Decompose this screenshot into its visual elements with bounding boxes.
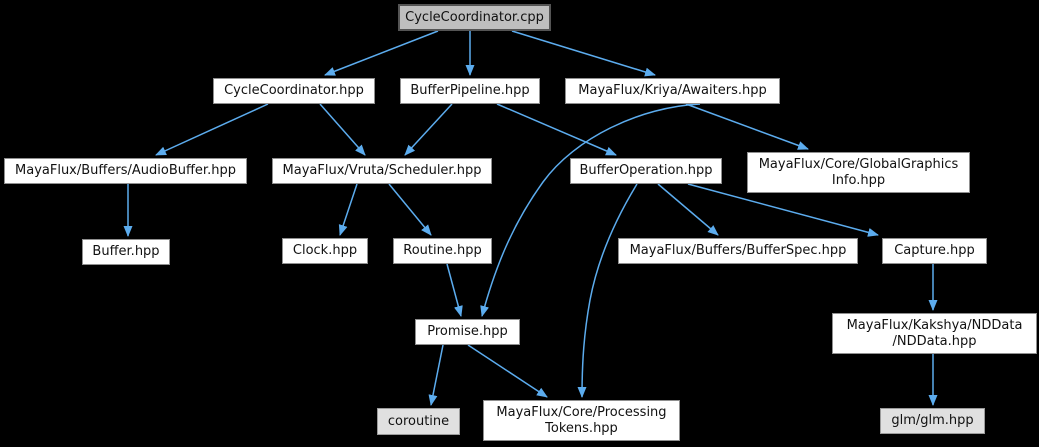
edge-bufferoperation-to-bufferspec <box>657 183 719 236</box>
edge-promise-to-processingtokens <box>467 344 548 398</box>
edge-scheduler-to-routine <box>388 183 432 236</box>
edge-routine-to-promise <box>446 263 463 317</box>
edge-scheduler-to-clock <box>338 183 358 236</box>
node-cyclecoordinator-cpp: CycleCoordinator.cpp <box>398 4 551 31</box>
edge-bufferpipeline-to-scheduler <box>404 103 453 156</box>
node-promise-hpp[interactable]: Promise.hpp <box>415 319 520 345</box>
node-capture-hpp[interactable]: Capture.hpp <box>882 238 987 264</box>
node-routine-hpp[interactable]: Routine.hpp <box>393 238 492 264</box>
edge-bufferoperation-to-processingtokens <box>577 183 638 398</box>
node-clock-hpp[interactable]: Clock.hpp <box>282 238 368 264</box>
edge-cpp-to-cyclecoordinator-hpp <box>324 30 439 76</box>
edge-awaiters-to-promise <box>480 103 701 317</box>
node-cyclecoordinator-hpp[interactable]: CycleCoordinator.hpp <box>213 78 375 104</box>
edge-promise-to-coroutine <box>428 344 444 406</box>
node-coroutine: coroutine <box>377 408 460 435</box>
node-scheduler-hpp[interactable]: MayaFlux/Vruta/Scheduler.hpp <box>272 158 492 184</box>
node-buffer-hpp[interactable]: Buffer.hpp <box>82 239 170 265</box>
node-bufferspec-hpp[interactable]: MayaFlux/Buffers/BufferSpec.hpp <box>618 238 858 264</box>
edge-awaiters-to-globalgraphics <box>685 103 809 150</box>
node-processingtokens-hpp[interactable]: MayaFlux/Core/Processing Tokens.hpp <box>483 400 680 441</box>
node-bufferoperation-hpp[interactable]: BufferOperation.hpp <box>570 158 722 184</box>
node-bufferpipeline-hpp[interactable]: BufferPipeline.hpp <box>400 78 540 104</box>
node-nddata-hpp[interactable]: MayaFlux/Kakshya/NDData /NDData.hpp <box>832 313 1037 354</box>
node-audiobuffer-hpp[interactable]: MayaFlux/Buffers/AudioBuffer.hpp <box>4 158 247 184</box>
edge-bufferpipeline-to-bufferoperation <box>496 103 617 156</box>
node-awaiters-hpp[interactable]: MayaFlux/Kriya/Awaiters.hpp <box>565 78 780 104</box>
edge-cyclecoordinator-to-scheduler <box>319 103 366 156</box>
node-glm-hpp: glm/glm.hpp <box>880 408 985 434</box>
node-globalgraphicsinfo-hpp[interactable]: MayaFlux/Core/GlobalGraphics Info.hpp <box>747 152 970 193</box>
edge-cpp-to-awaiters <box>511 30 656 77</box>
edge-cyclecoordinator-to-audiobuffer <box>155 103 269 156</box>
